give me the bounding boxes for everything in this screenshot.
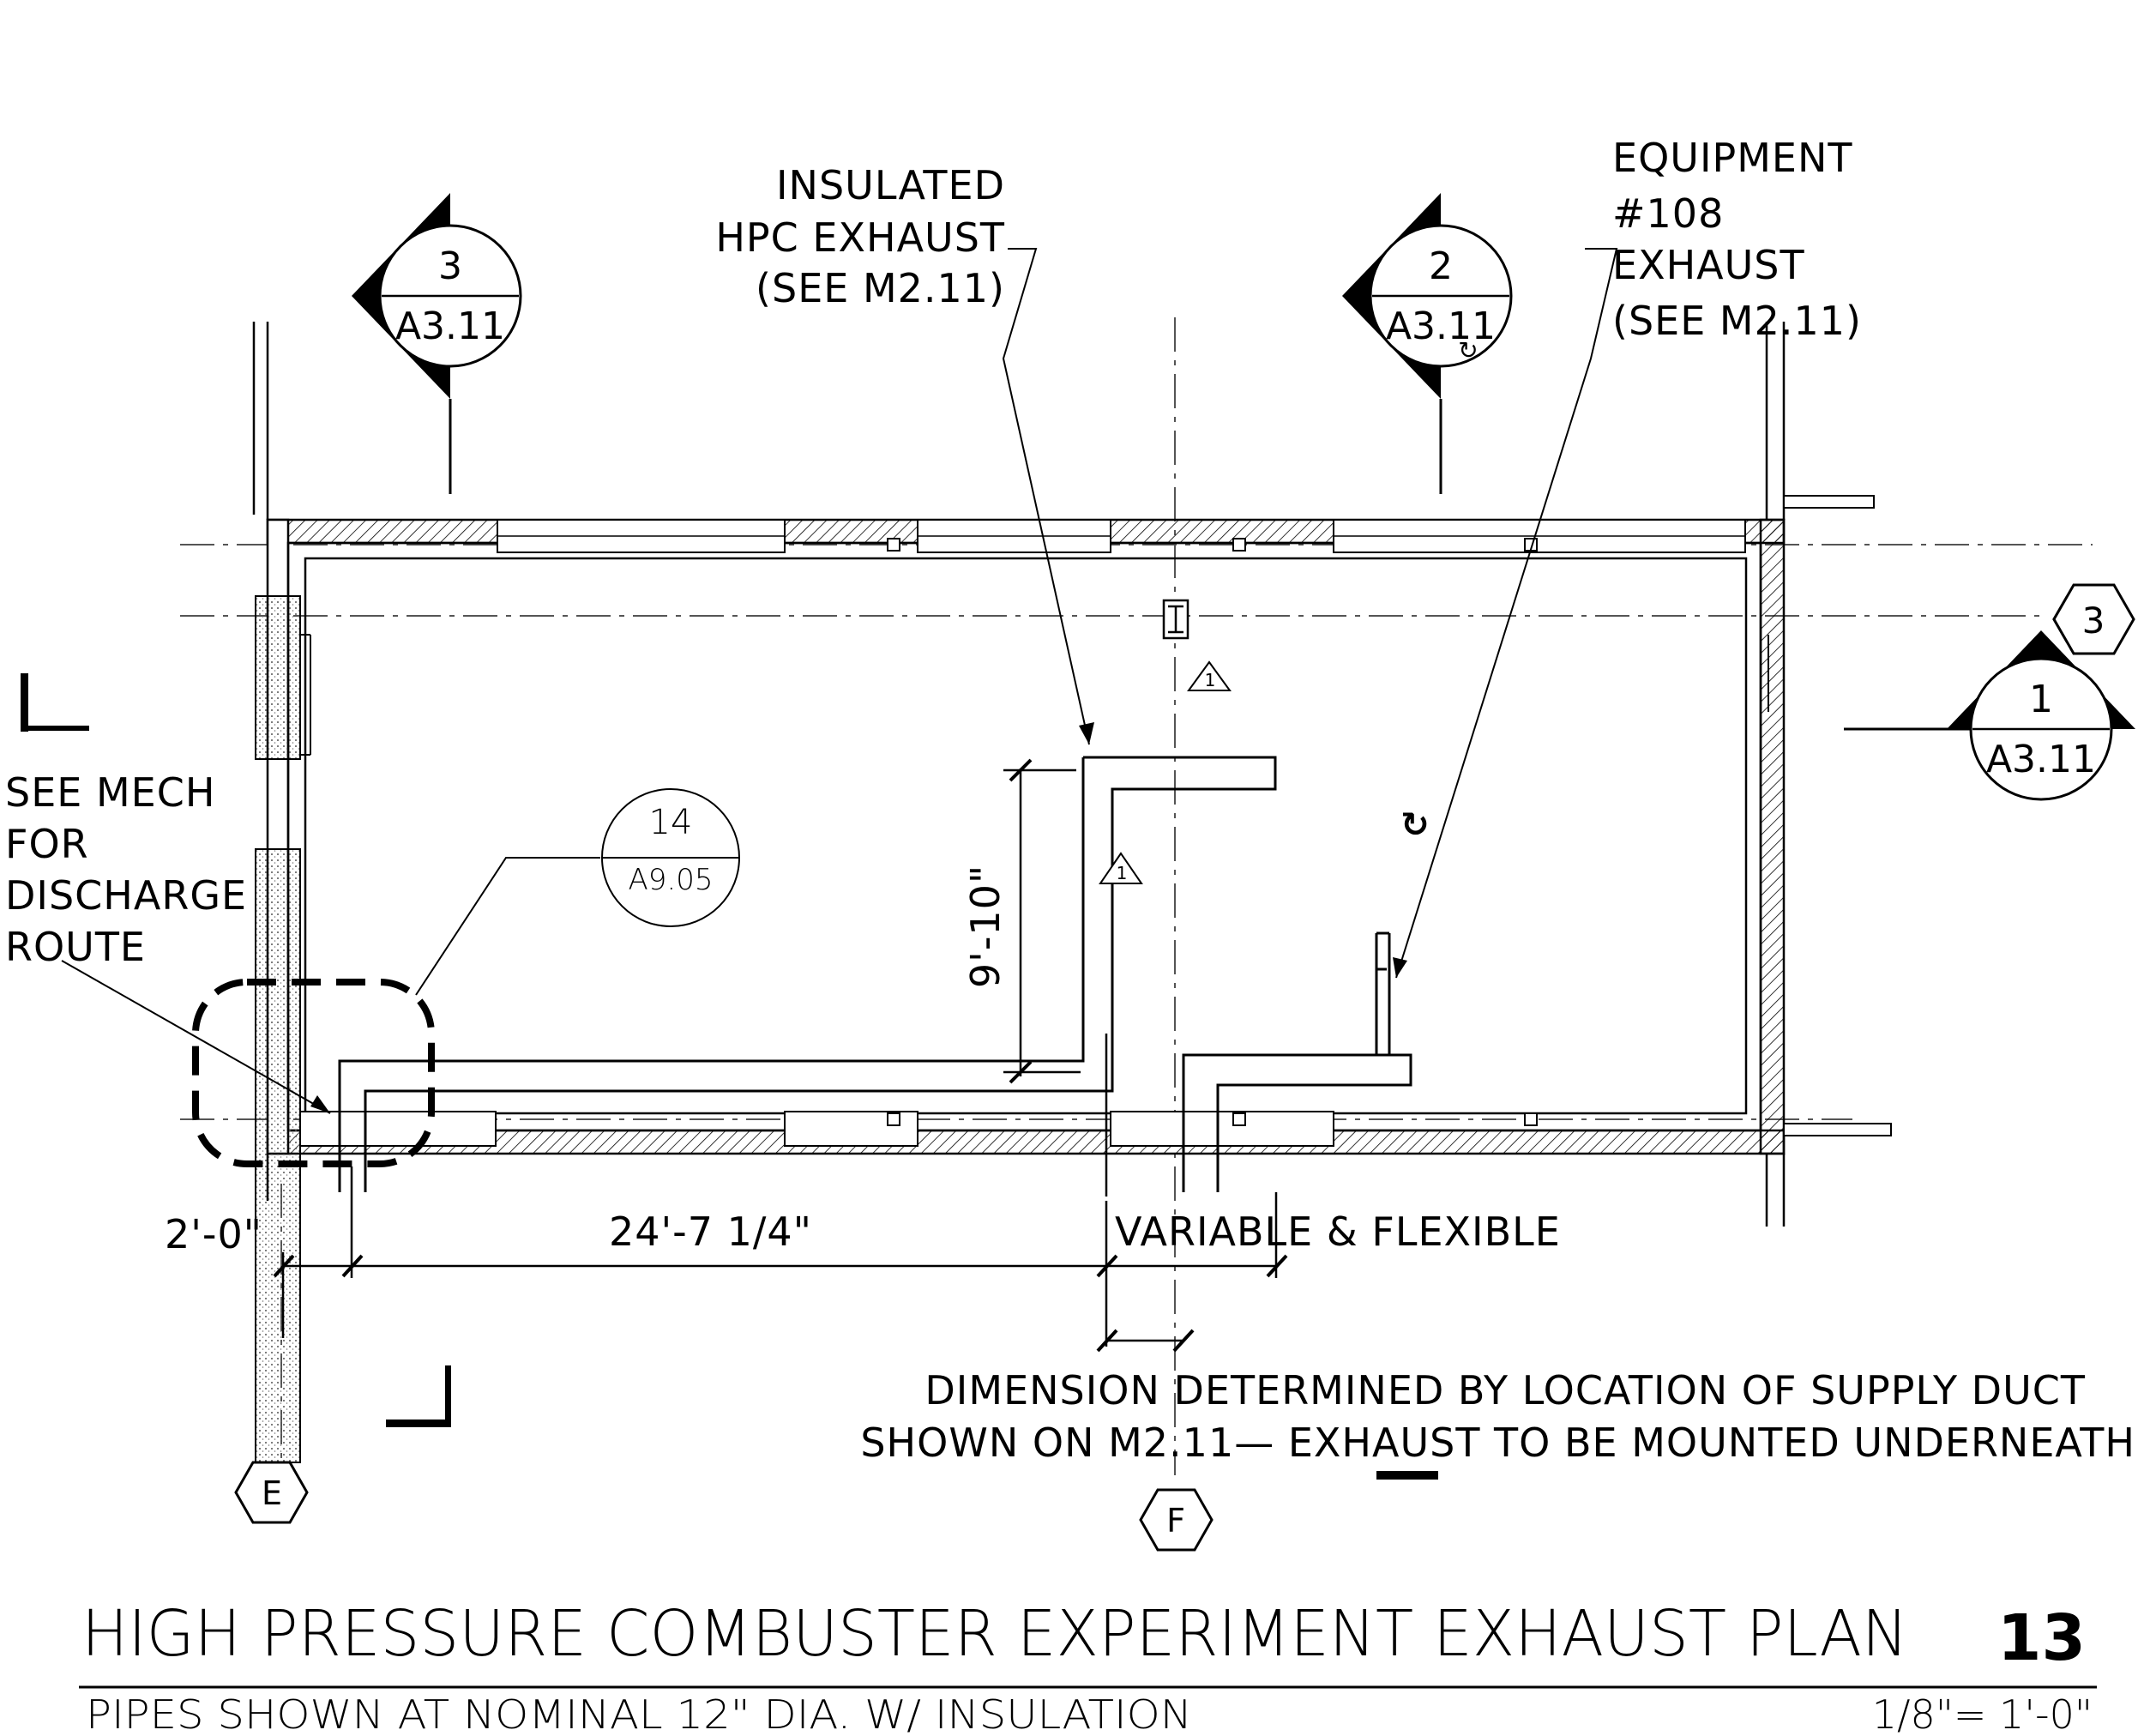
grid-bubble-f: F — [1139, 1488, 1214, 1552]
callout-line: INSULATED — [776, 162, 1005, 208]
section-marker-1: 1 A3.11 — [1844, 630, 2135, 801]
leader-arrowheads — [310, 722, 1407, 1113]
detail-marker: 14 A9.05 — [601, 788, 740, 927]
detail-sheet: A9.05 — [629, 863, 714, 897]
revision-tag: 1 — [1187, 660, 1232, 691]
equipment-exhaust-pipe — [1182, 931, 1412, 1192]
revision-number: 1 — [1205, 670, 1216, 690]
equipment-exhaust-callout: EQUIPMENT #108 EXHAUST (SEE M2.11) — [1612, 135, 1862, 344]
dimension-24ft: 24'-7 1/4" — [609, 1209, 812, 1255]
callout-line: ROUTE — [5, 924, 146, 970]
grid-label: F — [1166, 1502, 1185, 1540]
note-line: DIMENSION DETERMINED BY LOCATION OF SUPP… — [924, 1367, 2086, 1414]
grid-label: 3 — [2082, 600, 2105, 642]
drawing-number: 13 — [1997, 1601, 2086, 1675]
break-marks — [21, 673, 1438, 1480]
dimension-9ft: 9'-10" — [962, 865, 1009, 988]
dimension-2ft: 2'-0" — [165, 1211, 262, 1257]
grid-bubble-3: 3 — [2052, 583, 2135, 655]
callout-line: SEE MECH — [5, 769, 215, 816]
callout-line: (SEE M2.11) — [756, 265, 1005, 311]
callout-line: DISCHARGE — [5, 872, 247, 919]
callout-line: HPC EXHAUST — [715, 214, 1005, 261]
detail-number: 14 — [649, 803, 693, 842]
room-walls — [252, 322, 1892, 1463]
callout-line: FOR — [5, 821, 89, 867]
rotation-symbol: ↻ — [1400, 805, 1430, 845]
insulated-exhaust-callout: INSULATED HPC EXHAUST (SEE M2.11) — [715, 162, 1005, 311]
note-line: SHOWN ON M2.11— EXHAUST TO BE MOUNTED UN… — [860, 1420, 2135, 1466]
detail-boundary — [192, 979, 435, 1167]
grid-lines — [180, 317, 2093, 1475]
section-number: 1 — [2029, 678, 2053, 721]
callout-line: #108 — [1612, 190, 1724, 237]
section-sheet: A3.11 — [1986, 738, 2096, 781]
hpc-exhaust-pipe — [338, 756, 1277, 1192]
dimension-note: DIMENSION DETERMINED BY LOCATION OF SUPP… — [860, 1367, 2135, 1466]
see-mech-callout: SEE MECH FOR DISCHARGE ROUTE — [5, 769, 247, 970]
leader-lines — [61, 248, 1618, 1114]
callout-line: EXHAUST — [1612, 242, 1805, 288]
drawing-scale: 1/8"= 1'-0" — [1872, 1691, 2093, 1736]
drawing-subtitle: PIPES SHOWN AT NOMINAL 12" DIA. W/ INSUL… — [86, 1691, 1192, 1736]
steel-column-symbol — [1162, 599, 1189, 640]
callout-line: EQUIPMENT — [1612, 135, 1853, 181]
section-sheet: A3.11 — [1386, 304, 1496, 348]
dimension-variable: VARIABLE & FLEXIBLE — [1115, 1209, 1561, 1255]
section-sheet: A3.11 — [395, 304, 505, 348]
section-marker-3: 3 A3.11 — [352, 193, 522, 494]
grid-label: E — [262, 1474, 282, 1512]
revision-number: 1 — [1117, 863, 1128, 883]
section-number: 2 — [1429, 244, 1453, 288]
callout-line: (SEE M2.11) — [1612, 298, 1862, 344]
section-marker-2: 2 A3.11 — [1342, 193, 1513, 494]
grid-bubble-e: E — [234, 1461, 309, 1524]
section-number: 3 — [438, 244, 462, 288]
rotation-symbol: ↻ — [1458, 336, 1478, 365]
revision-tag: 1 — [1099, 852, 1143, 884]
drawing-title: HIGH PRESSURE COMBUSTER EXPERIMENT EXHAU… — [81, 1597, 1908, 1671]
dimension-lines — [273, 758, 1288, 1353]
